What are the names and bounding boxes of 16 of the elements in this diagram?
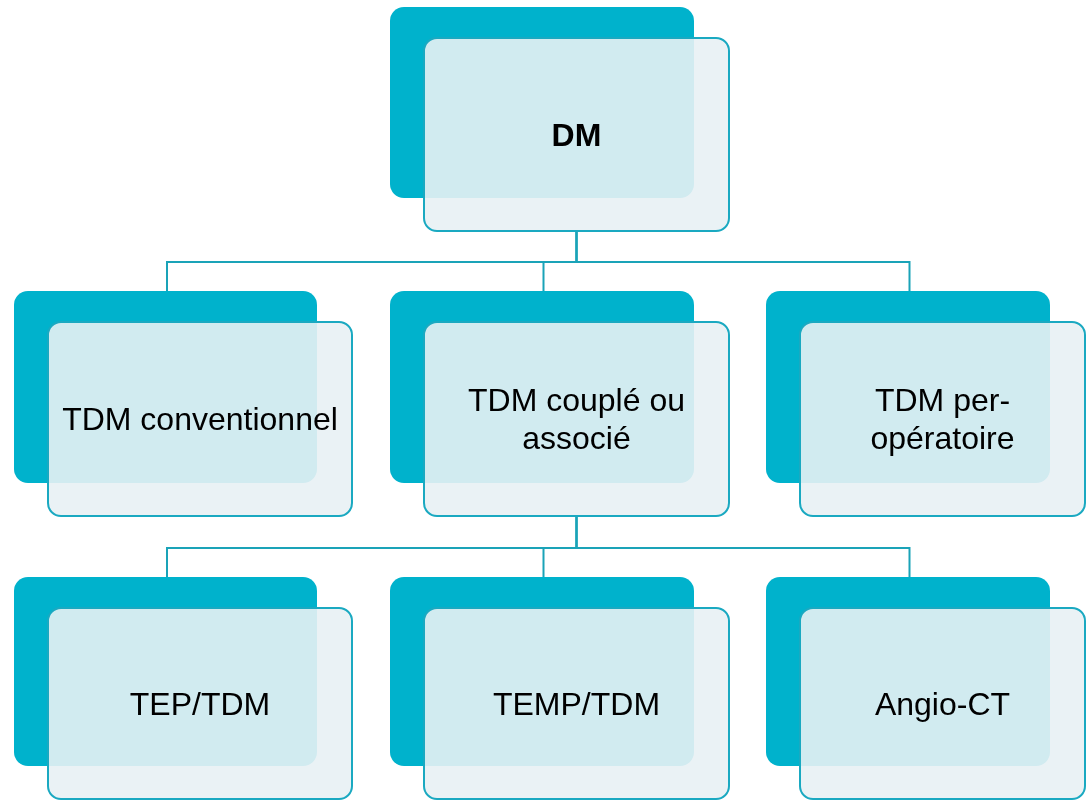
node-label: TEMP/TDM (492, 684, 661, 723)
process-box (390, 577, 730, 800)
process-box (766, 577, 1086, 800)
node-label: TDM per-opératoire (869, 381, 1016, 457)
node-label: TDM couplé ou associé (467, 381, 686, 457)
process-box (14, 577, 353, 800)
node-label: Angio-CT (874, 684, 1011, 723)
connector-line (575, 516, 911, 578)
node-label: TDM conventionnel (62, 400, 338, 438)
connector-line (575, 231, 911, 292)
process-box (390, 291, 730, 517)
process-box (766, 291, 1086, 517)
node-label: TEP/TDM (129, 684, 271, 723)
process-box (390, 7, 730, 232)
node-label: DM (551, 115, 602, 154)
process-box (14, 291, 353, 517)
